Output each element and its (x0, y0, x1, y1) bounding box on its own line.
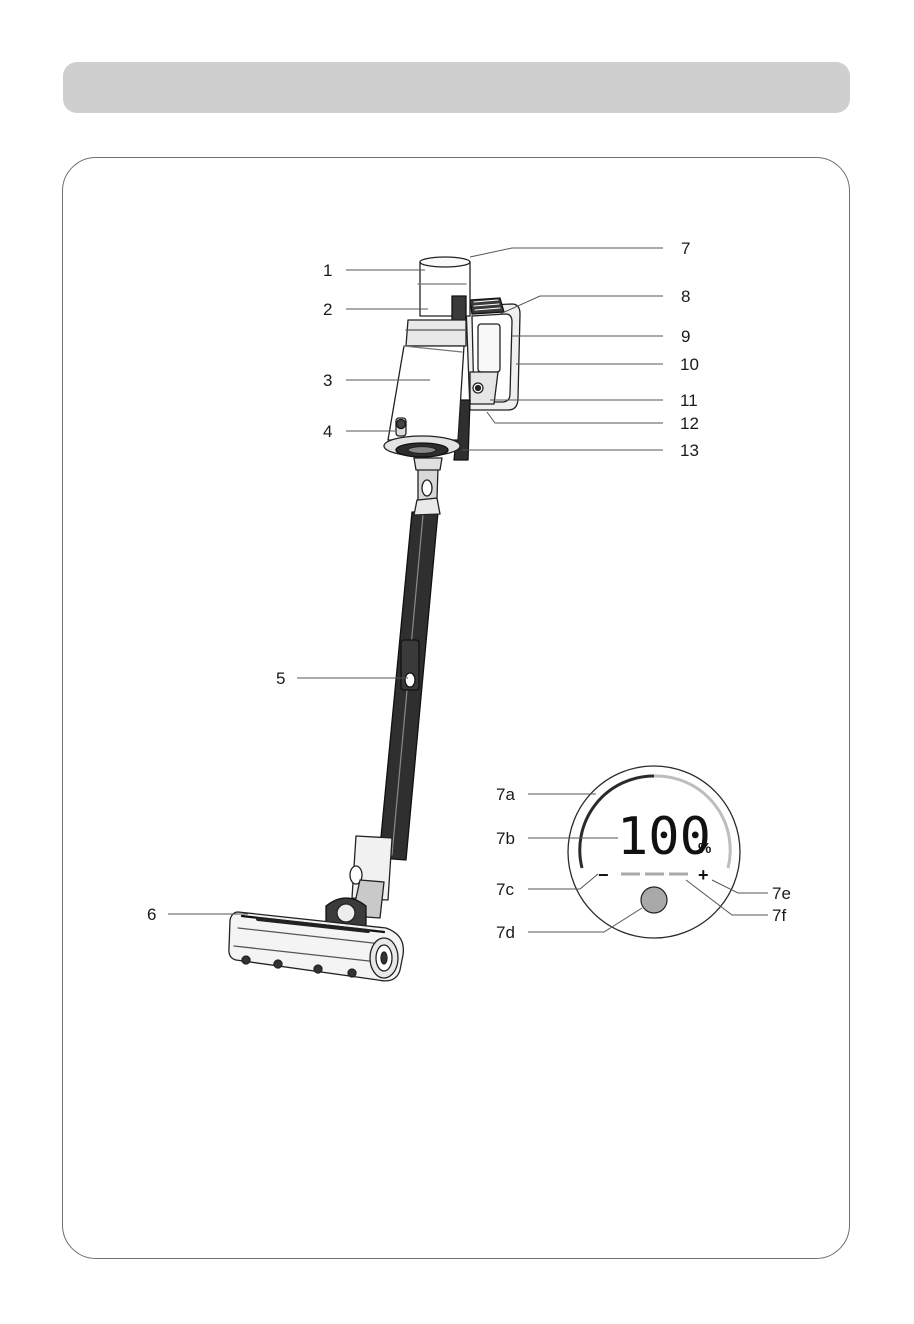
callout-7c: 7c (496, 880, 514, 899)
callout-7a: 7a (496, 785, 515, 804)
power-plus-sign: + (698, 865, 709, 885)
callout-12: 12 (680, 414, 699, 433)
main-body (384, 257, 470, 470)
callout-1: 1 (323, 261, 332, 280)
mode-button (641, 887, 667, 913)
wand-tube (379, 468, 440, 860)
callout-8: 8 (681, 287, 690, 306)
callout-4: 4 (323, 422, 332, 441)
callout-5: 5 (276, 669, 285, 688)
display-detail: 100 % − + (568, 766, 740, 938)
display-digits: 100 (617, 807, 711, 867)
callout-7d: 7d (496, 923, 515, 942)
callout-7b: 7b (496, 829, 515, 848)
callout-7f: 7f (772, 906, 786, 925)
floor-head-neck (326, 836, 392, 926)
callout-3: 3 (323, 371, 332, 390)
callout-2: 2 (323, 300, 332, 319)
display-percent: % (698, 840, 711, 857)
callout-6: 6 (147, 905, 156, 924)
callout-9: 9 (681, 327, 690, 346)
callout-7: 7 (681, 239, 690, 258)
callout-11: 11 (680, 391, 698, 410)
callout-7e: 7e (772, 884, 791, 903)
floor-brush-head (229, 912, 404, 981)
vacuum-illustration (229, 257, 520, 981)
callout-13: 13 (680, 441, 699, 460)
power-minus-sign: − (598, 865, 609, 885)
callout-10: 10 (680, 355, 699, 374)
